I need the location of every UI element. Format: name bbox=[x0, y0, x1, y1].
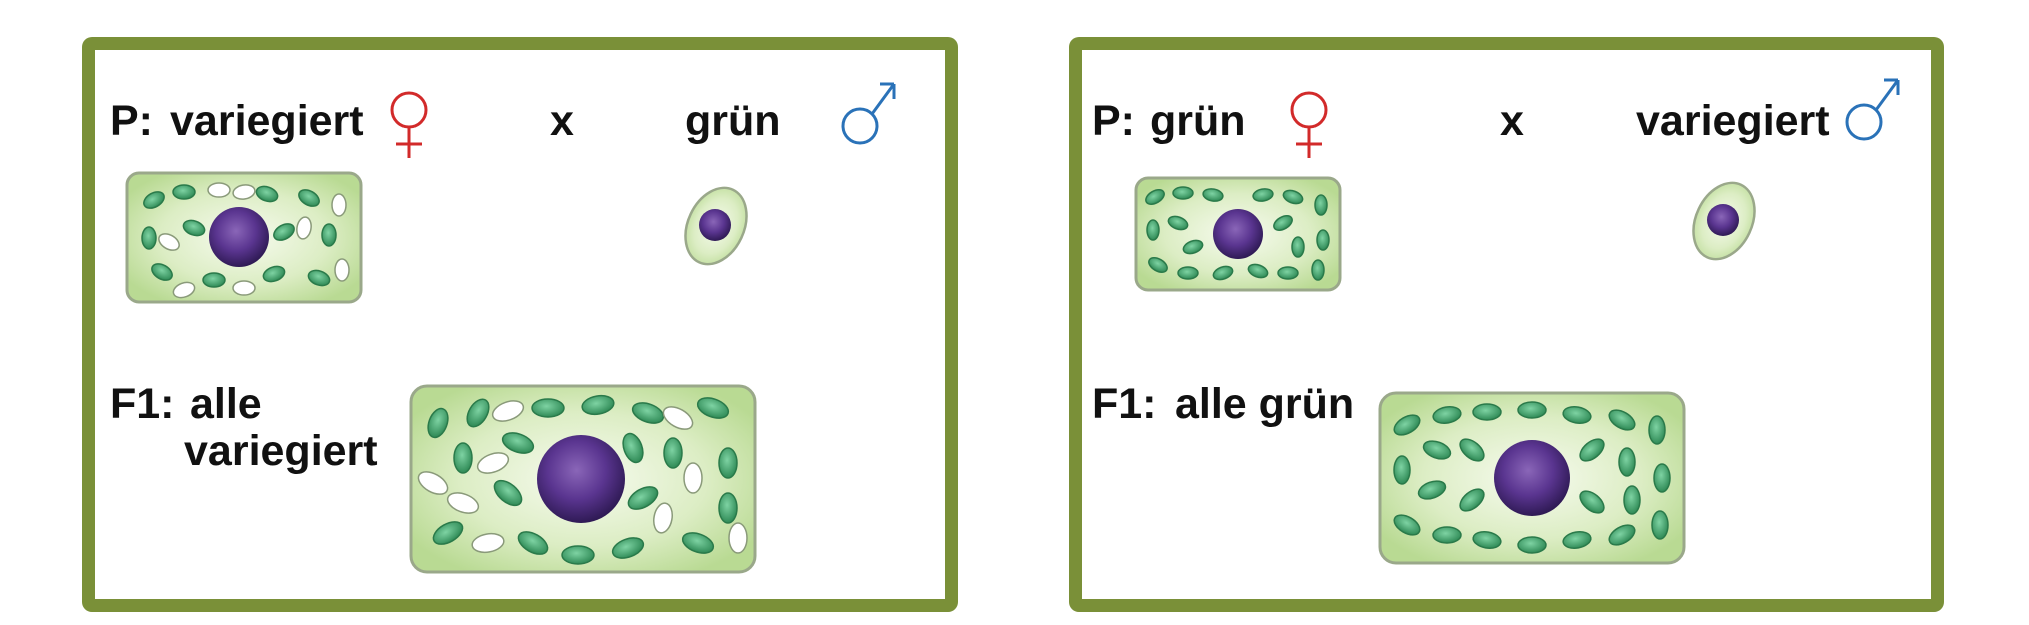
pollen-cell-green bbox=[684, 186, 748, 266]
f1-generation-label: F1: bbox=[110, 380, 175, 428]
male-phenotype-label: variegiert bbox=[1636, 97, 1830, 145]
parent-cell-green bbox=[1134, 176, 1342, 292]
f1-result-text: alle grün bbox=[1175, 380, 1355, 428]
f1-result-line2: variegiert bbox=[184, 427, 378, 475]
female-symbol-icon bbox=[1290, 91, 1328, 158]
pollen-cell-variegated bbox=[1692, 181, 1756, 261]
female-symbol-icon bbox=[390, 91, 428, 158]
f1-generation-label: F1: bbox=[1092, 380, 1157, 428]
parent-cell-variegated bbox=[125, 171, 363, 304]
female-phenotype-label: grün bbox=[1150, 97, 1246, 145]
male-symbol-icon bbox=[841, 82, 896, 145]
male-symbol-icon bbox=[1845, 78, 1900, 141]
female-phenotype-label: variegiert bbox=[170, 97, 364, 145]
male-phenotype-label: grün bbox=[685, 97, 781, 145]
f1-cell-variegated bbox=[409, 384, 757, 574]
parent-generation-label: P: bbox=[110, 97, 153, 145]
cross-symbol: x bbox=[550, 97, 574, 145]
parent-generation-label: P: bbox=[1092, 97, 1135, 145]
f1-result-line1: alle bbox=[190, 380, 262, 428]
f1-cell-green bbox=[1378, 391, 1686, 565]
cross-symbol: x bbox=[1500, 97, 1524, 145]
